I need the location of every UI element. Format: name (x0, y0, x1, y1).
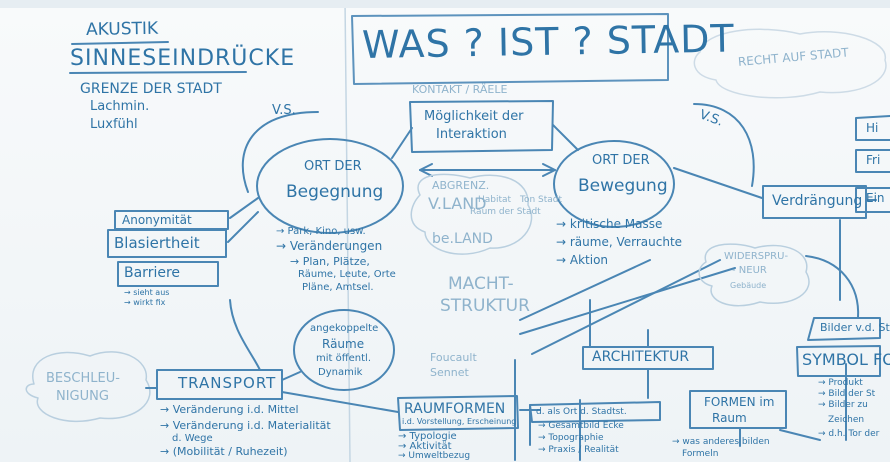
foucault-label: Foucault (430, 351, 477, 364)
ort-bewegung-title: ORT DER (592, 153, 650, 168)
transport-note-4: → (Mobilität / Ruhezeit) (160, 445, 288, 458)
transport-note-2: → Veränderung i.d. Materialität (160, 419, 331, 432)
transport-note-1: → Veränderung i.d. Mittel (160, 403, 299, 416)
raeume-note-3: mit öffentl. (316, 353, 371, 364)
grenze-note-1: Lachmin. (90, 99, 150, 114)
beland-label: be.LAND (432, 231, 493, 247)
symbol-note-4: Zeichen (828, 415, 865, 425)
stadtstrasse-note-2: → Topographie (538, 433, 604, 443)
akustik-heading: AKUSTIK (85, 18, 159, 40)
kontakt-label: KONTAKT / RÄELE (412, 83, 508, 96)
raeume-note-2: Räume (322, 337, 365, 351)
barriere-note-1: → sieht aus (124, 288, 170, 297)
begegnung-note-4: Räume, Leute, Orte (298, 269, 396, 280)
transport-label: TRANSPORT (178, 374, 277, 392)
widerspruch-label-1: WIDERSPRU- (724, 251, 789, 262)
macht-label-2: STRUKTUR (440, 296, 530, 316)
barriere-label: Barriere (124, 265, 181, 281)
ort-begegnung-title: ORT DER (304, 159, 362, 174)
verdraengung-label: Verdrängung (772, 193, 863, 209)
edge-label-3: Ein (866, 191, 885, 205)
architektur-label: ARCHITEKTUR (592, 349, 690, 365)
transport-note-3: d. Wege (172, 433, 213, 444)
stadtstrasse-note-1: → Gesamtbild Ecke (538, 421, 624, 431)
kritische-masse-note: → kritische Masse (556, 217, 663, 231)
begegnung-note-3: → Plan, Plätze, (290, 255, 370, 268)
vland-note-2: Raum der Stadt (470, 207, 541, 217)
formen-label-2: Raum (712, 411, 747, 425)
anders-note-2: Formeln (682, 449, 719, 459)
grenze-heading: GRENZE DER STADT (80, 81, 222, 97)
beschleunigung-label-2: NIGUNG (56, 389, 109, 404)
bilder-label: Bilder v.d. St (820, 321, 890, 334)
sennet-label: Sennet (430, 366, 469, 379)
vland-label: V.LAND (428, 194, 487, 213)
symbol-label: SYMBOL FOR (802, 350, 890, 369)
begegnung-note-5: Pläne, Amtsel. (302, 282, 374, 293)
formen-label: FORMEN im (704, 395, 775, 409)
raeume-note-1: angekoppelte (310, 323, 379, 334)
raumformen-label: RAUMFORMEN (404, 401, 506, 417)
symbol-note-2: → Bild der St (818, 389, 876, 399)
stadtstrasse-note-3: → Praxis / Realität (538, 445, 619, 455)
barriere-note-2: → wirkt fix (124, 298, 166, 307)
edge-label-2: Fri (866, 153, 881, 167)
anonymitaet-label: Anonymität (122, 213, 192, 227)
widerspruch-label-2: - NEUR (732, 265, 767, 276)
typologie-note: → Typologie (398, 431, 457, 442)
moeglichkeit-line-1: Möglichkeit der (424, 109, 524, 124)
edge-label-1: Hi (866, 121, 879, 135)
vs-label-left: V.S. (272, 103, 296, 118)
symbol-note-3: → Bilder zu (818, 400, 868, 410)
raeume-note: → räume, Verrauchte (556, 235, 683, 249)
main-title: WAS ? IST ? STADT (361, 16, 735, 67)
symbol-note-1: → Produkt (818, 378, 863, 388)
abgrenz-label: ABGRENZ. (432, 179, 490, 192)
macht-label-1: MACHT- (448, 274, 514, 294)
ort-bewegung-subtitle: Bewegung (578, 176, 668, 196)
begegnung-note-1: → Park, Kino, usw. (276, 226, 366, 237)
raeume-note-4: Dynamik (318, 367, 363, 378)
stadtstrasse-label: d. als Ort d. Stadtst. (536, 407, 627, 417)
grenze-note-2: Luxfühl (90, 117, 138, 132)
tonstadt-label: Ton Stadt (520, 195, 563, 205)
anders-note: → was anderes bilden (672, 437, 770, 447)
ort-begegnung-subtitle: Begegnung (286, 182, 384, 202)
begegnung-note-2: → Veränderungen (276, 239, 383, 253)
moeglichkeit-line-2: Interaktion (436, 127, 507, 142)
aktivitaet-note: → Aktivität (398, 441, 452, 452)
raumformen-subtitle: i.d. Vorstellung, Erscheinung (402, 417, 517, 426)
aktion-note: → Aktion (556, 253, 609, 267)
vland-note-1: Habitat (478, 195, 512, 205)
sinneseindruecke-heading: SINNESEINDRÜCKE (70, 46, 296, 71)
symbol-note-5: → d.h. Tor der (818, 429, 880, 439)
beschleunigung-label-1: BESCHLEU- (46, 371, 120, 386)
widerspruch-label-3: Gebäude (730, 281, 767, 290)
umwelt-note: → Umweltbezug (398, 451, 471, 461)
blasiertheit-label: Blasiertheit (114, 234, 200, 252)
